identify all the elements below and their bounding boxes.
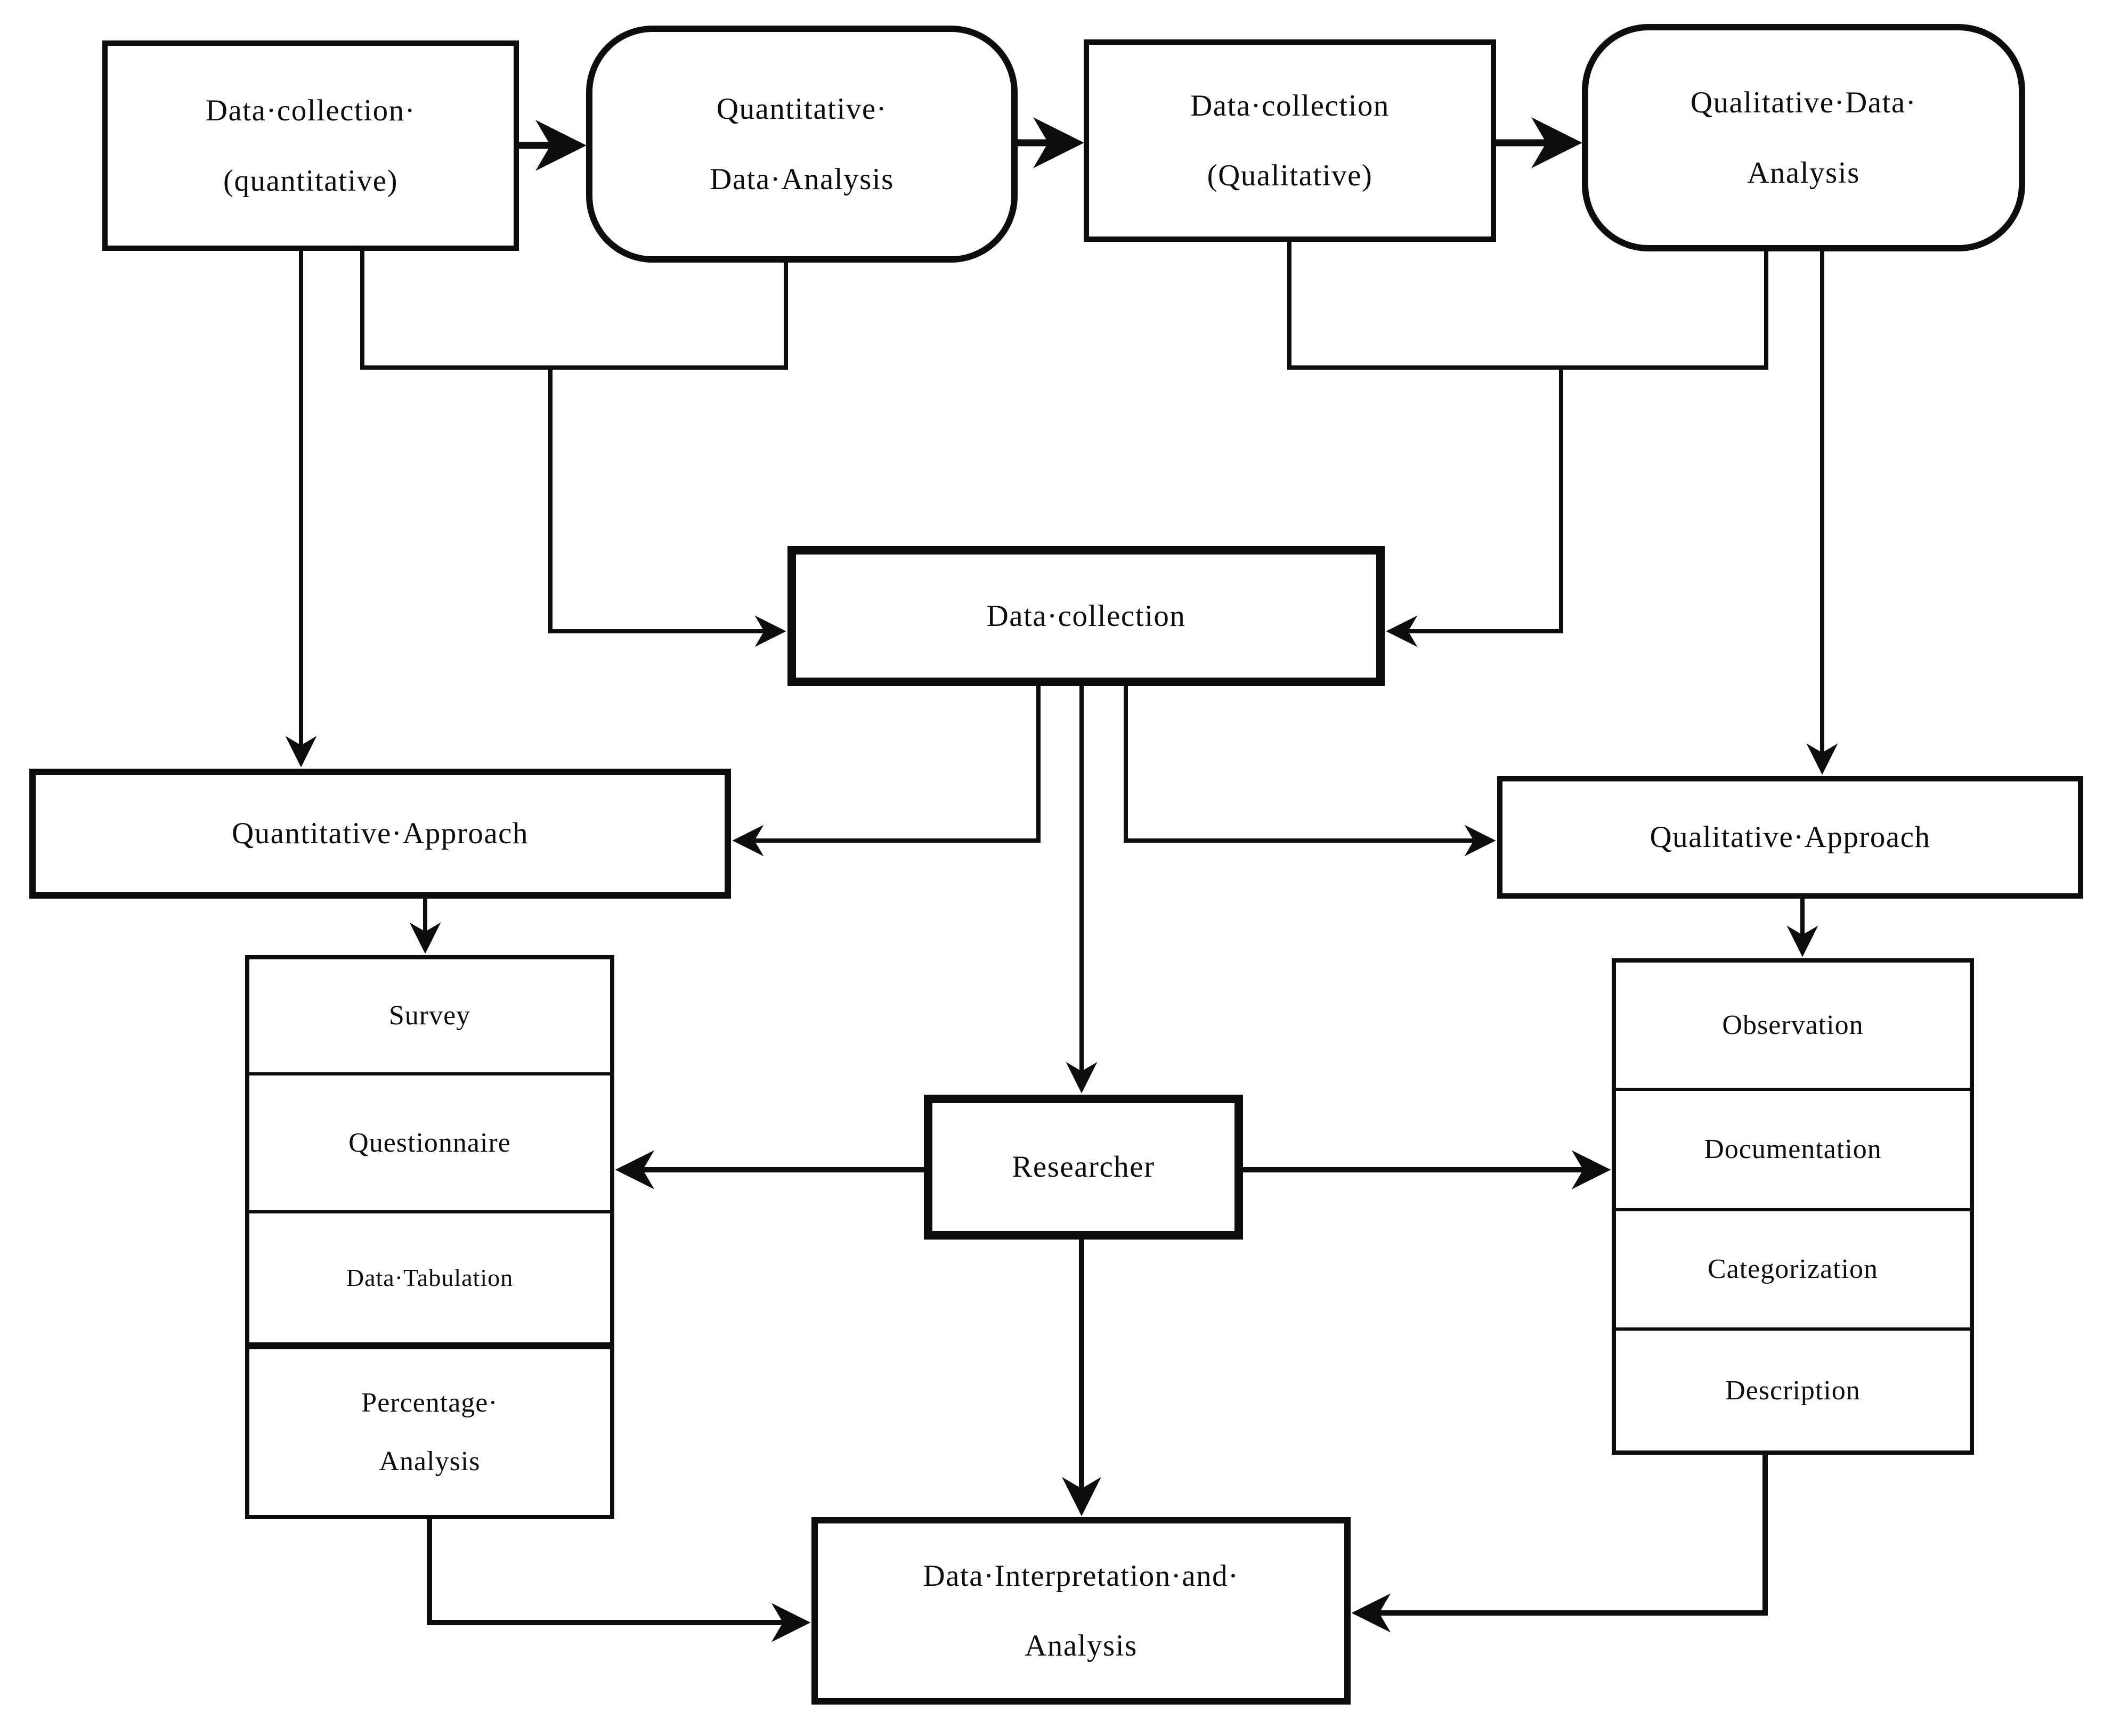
node-label: Researcher xyxy=(1012,1150,1155,1184)
cell-label: Percentage· xyxy=(361,1388,498,1419)
node-data-collection: Data·collection xyxy=(787,546,1385,686)
node-data-collection-qualitative: Data·collection (Qualitative) xyxy=(1084,39,1496,242)
node-qualitative-data-analysis: Qualitative·Data· Analysis xyxy=(1582,24,2025,251)
node-label: Qualitative·Approach xyxy=(1650,820,1931,854)
cell-label: Analysis xyxy=(379,1446,481,1477)
node-label: (quantitative) xyxy=(223,164,399,198)
stack-quantitative-methods: Survey Questionnaire Data·Tabulation Per… xyxy=(245,955,614,1519)
node-label: Quantitative·Approach xyxy=(232,817,529,851)
edge-qual-join-to-data-collection xyxy=(1386,368,1563,647)
cell-survey: Survey xyxy=(249,959,610,1072)
node-qualitative-approach: Qualitative·Approach xyxy=(1497,776,2083,899)
edge-data-collection-to-quantitative-approach xyxy=(732,686,1041,857)
cell-categorization: Categorization xyxy=(1616,1208,1970,1327)
cell-label: Observation xyxy=(1722,1009,1864,1040)
cell-observation: Observation xyxy=(1616,963,1970,1088)
edge-quant-join-to-data-collection xyxy=(548,368,786,647)
node-label: Analysis xyxy=(1025,1629,1138,1662)
cell-label: Data·Tabulation xyxy=(346,1264,514,1291)
edge-data-collection-to-qualitative-approach xyxy=(1124,686,1496,857)
cell-label: Questionnaire xyxy=(348,1127,511,1158)
node-label: Analysis xyxy=(1747,156,1860,190)
cell-label: Description xyxy=(1725,1375,1861,1406)
cell-label: Documentation xyxy=(1704,1134,1882,1165)
node-label: (Qualitative) xyxy=(1207,159,1373,192)
node-label: Data·collection xyxy=(1190,88,1390,123)
node-label: Data·collection xyxy=(986,599,1186,633)
node-label: Quantitative· xyxy=(716,92,888,126)
cell-documentation: Documentation xyxy=(1616,1088,1970,1208)
cell-label: Categorization xyxy=(1707,1254,1879,1285)
cell-percentage-analysis: Percentage· Analysis xyxy=(249,1342,610,1515)
node-quantitative-approach: Quantitative·Approach xyxy=(29,769,731,899)
node-data-collection-quantitative: Data·collection· (quantitative) xyxy=(102,40,519,251)
cell-description: Description xyxy=(1616,1327,1970,1450)
node-label: Data·collection· xyxy=(205,94,416,128)
stack-qualitative-methods: Observation Documentation Categorization… xyxy=(1612,958,1974,1455)
node-quantitative-data-analysis: Quantitative· Data·Analysis xyxy=(586,26,1018,263)
node-label: Qualitative·Data· xyxy=(1690,86,1917,120)
cell-data-tabulation: Data·Tabulation xyxy=(249,1210,610,1342)
edge-quantitative-methods-to-interpretation xyxy=(427,1519,811,1642)
cell-label: Survey xyxy=(388,1000,471,1031)
cell-questionnaire: Questionnaire xyxy=(249,1072,610,1210)
node-data-interpretation-analysis: Data·Interpretation·and· Analysis xyxy=(811,1517,1351,1705)
node-researcher: Researcher xyxy=(924,1095,1243,1240)
node-label: Data·Interpretation·and· xyxy=(923,1559,1239,1593)
node-label: Data·Analysis xyxy=(710,162,894,196)
edge-qualitative-methods-to-interpretation xyxy=(1351,1455,1768,1633)
